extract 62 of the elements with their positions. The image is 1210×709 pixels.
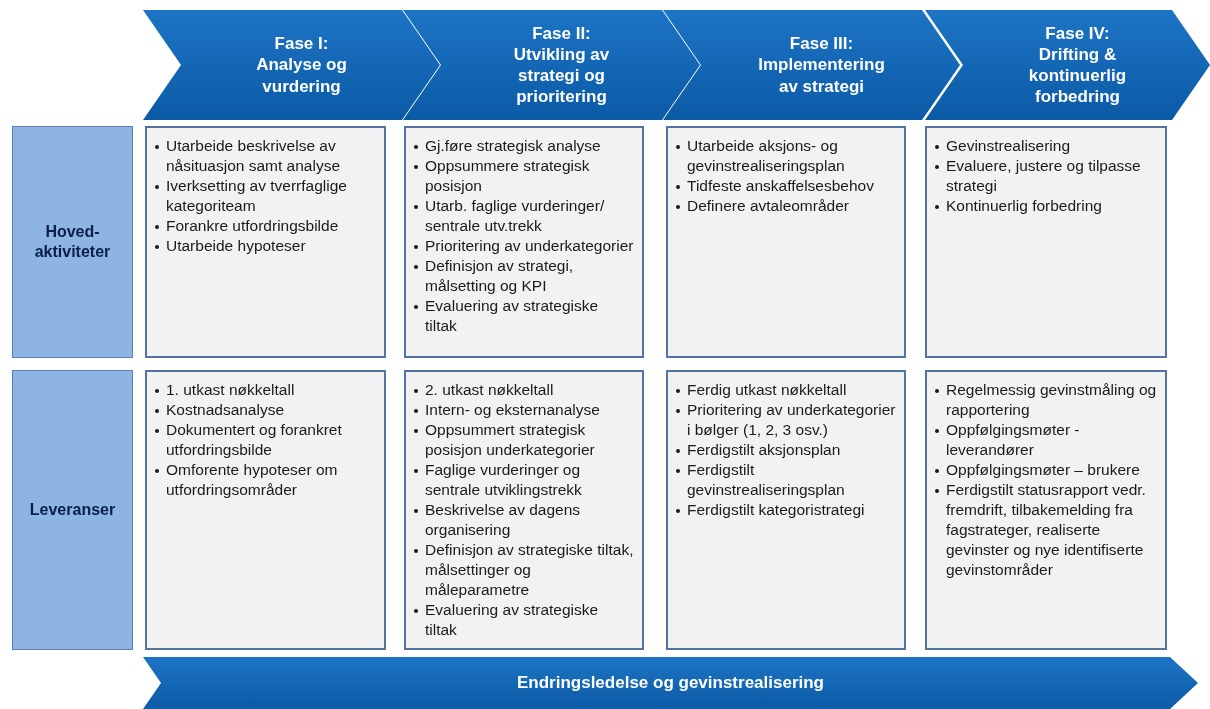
content-box — [666, 126, 906, 358]
row-label: Hoved-aktiviteter — [33, 222, 112, 262]
phase-banner — [925, 10, 1210, 120]
bullet-text: Prioritering av underkategorier — [425, 236, 634, 256]
bullet-text: Evaluere, justere og tilpasse strategi — [946, 156, 1142, 196]
phase-title: Fase I: — [273, 33, 330, 55]
phase-title: Drifting & kontinuerlig forbedring — [1027, 43, 1128, 108]
content-box — [404, 370, 644, 650]
bullet-text: Ferdigstilt gevinstrealiseringsplan — [687, 460, 846, 500]
bullet-text: Dokumentert og forankret utfordringsbilde — [166, 420, 343, 460]
bullet-text: Iverksetting av tverrfaglige kategoriteam — [166, 176, 348, 216]
bullet-text: Utarbeide hypoteser — [166, 236, 306, 256]
bullet-text: Definisjon av strategiske tiltak, målsettinger og måleparametre — [425, 540, 634, 600]
bullet-text: Ferdigstilt kategoristrategi — [687, 500, 865, 520]
phase-title: Implementering av strategi — [757, 54, 886, 97]
content-box — [404, 126, 644, 358]
bullet-text: Oppsummert strategisk posisjon underkategorier — [425, 420, 596, 460]
bottom-banner — [143, 657, 1198, 709]
content-box — [666, 370, 906, 650]
content-box — [925, 370, 1167, 650]
phase-title: Fase III: — [788, 33, 855, 55]
bullet-text: Utarbeide beskrivelse av nåsituasjon samt analyse — [166, 136, 342, 176]
bullet-text: Evaluering av strategiske tiltak — [425, 296, 600, 336]
bullet-text: Tidfeste anskaffelsesbehov — [687, 176, 874, 196]
band-label: Endringsledelse og gevinstrealisering — [516, 672, 824, 694]
row-label: Leveranser — [28, 500, 117, 520]
content-box — [145, 370, 386, 650]
phase-title: Fase IV: — [1044, 22, 1111, 44]
bullet-text: Kontinuerlig forbedring — [946, 196, 1102, 216]
bullet-text: Oppsummere strategisk posisjon — [425, 156, 591, 196]
row-header — [12, 370, 133, 650]
row-header — [12, 126, 133, 358]
bullet-text: Omforente hypoteser om utfordringsområder — [166, 460, 339, 500]
bullet-text: Ferdigstilt aksjonsplan — [687, 440, 841, 460]
bullet-text: Forankre utfordringsbilde — [166, 216, 339, 236]
bullet-text: Gevinstrealisering — [946, 136, 1071, 156]
bullet-text: 1. utkast nøkkeltall — [166, 380, 295, 400]
bullet-text: Beskrivelse av dagens organisering — [425, 500, 582, 540]
phase-banner — [663, 10, 960, 120]
bullet-text: Oppfølgingsmøter - leverandører — [946, 420, 1081, 460]
phase-title: Utvikling av strategi og prioritering — [512, 43, 611, 108]
bullet-text: Ferdigstilt statusrapport vedr. fremdrift, tilbakemelding fra fagstrateger, realiserte gevinster og nye identifiserte gevinstområder — [946, 480, 1147, 580]
phase-title: Analyse og vurdering — [255, 54, 348, 97]
phase-title: Fase II: — [531, 22, 592, 44]
bullet-text: Definisjon av strategi, målsetting og KPI — [425, 256, 575, 296]
phase-banner — [403, 10, 700, 120]
bullet-text: Utarb. faglige vurderinger/ sentrale utv.trekk — [425, 196, 606, 236]
bullet-text: Ferdig utkast nøkkeltall — [687, 380, 847, 400]
bullet-text: Utarbeide aksjons- og gevinstrealiseringsplan — [687, 136, 846, 176]
content-box — [925, 126, 1167, 358]
bullet-text: Gj.føre strategisk analyse — [425, 136, 601, 156]
bullet-text: Oppfølgingsmøter – brukere — [946, 460, 1140, 480]
bullet-text: Faglige vurderinger og sentrale utviklingstrekk — [425, 460, 583, 500]
content-box — [145, 126, 386, 358]
bullet-text: Definere avtaleområder — [687, 196, 849, 216]
phase-banner — [143, 10, 440, 120]
bullet-text: Evaluering av strategiske tiltak — [425, 600, 600, 640]
bullet-text: Prioritering av underkategorier i bølger (1, 2, 3 osv.) — [687, 400, 896, 440]
bullet-text: Regelmessig gevinstmåling og rapportering — [946, 380, 1157, 420]
bullet-text: 2. utkast nøkkeltall — [425, 380, 554, 400]
bullet-text: Intern- og eksternanalyse — [425, 400, 600, 420]
bullet-text: Kostnadsanalyse — [166, 400, 285, 420]
